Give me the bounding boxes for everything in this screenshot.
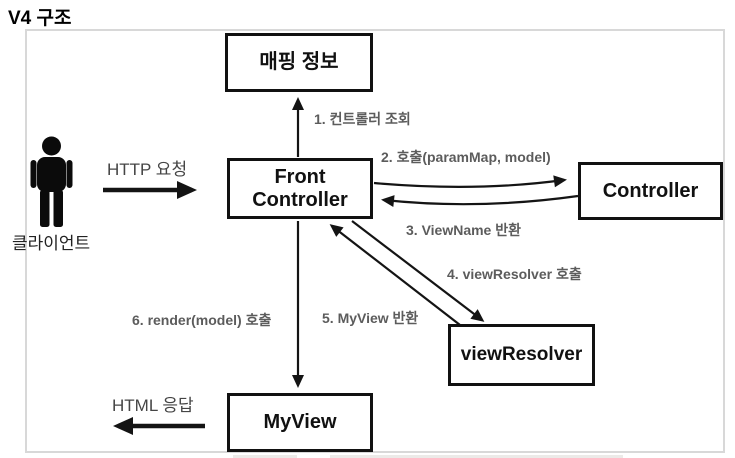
label-step-5: 5. MyView 반환 xyxy=(322,310,419,326)
label-step-3: 3. ViewName 반환 xyxy=(406,222,521,238)
cutoff-element-right xyxy=(330,455,623,458)
diagram-title: V4 구조 xyxy=(8,8,72,29)
label-step-6: 6. render(model) 호출 xyxy=(132,312,272,328)
label-step-2: 2. 호출(paramMap, model) xyxy=(381,149,551,165)
diagram-frame xyxy=(25,29,725,453)
cutoff-element-left xyxy=(233,455,297,458)
label-step-4: 4. viewResolver 호출 xyxy=(447,266,582,282)
label-step-1: 1. 컨트롤러 조회 xyxy=(314,111,411,127)
client-label: 클라이언트 xyxy=(12,234,91,253)
node-view-resolver: viewResolver xyxy=(448,324,595,386)
node-mapping-info: 매핑 정보 xyxy=(225,33,373,92)
node-controller: Controller xyxy=(578,162,723,220)
node-my-view: MyView xyxy=(227,393,373,452)
node-front-controller: Front Controller xyxy=(227,158,373,219)
http-request-label: HTTP 요청 xyxy=(107,160,188,179)
html-response-label: HTML 응답 xyxy=(112,396,194,415)
